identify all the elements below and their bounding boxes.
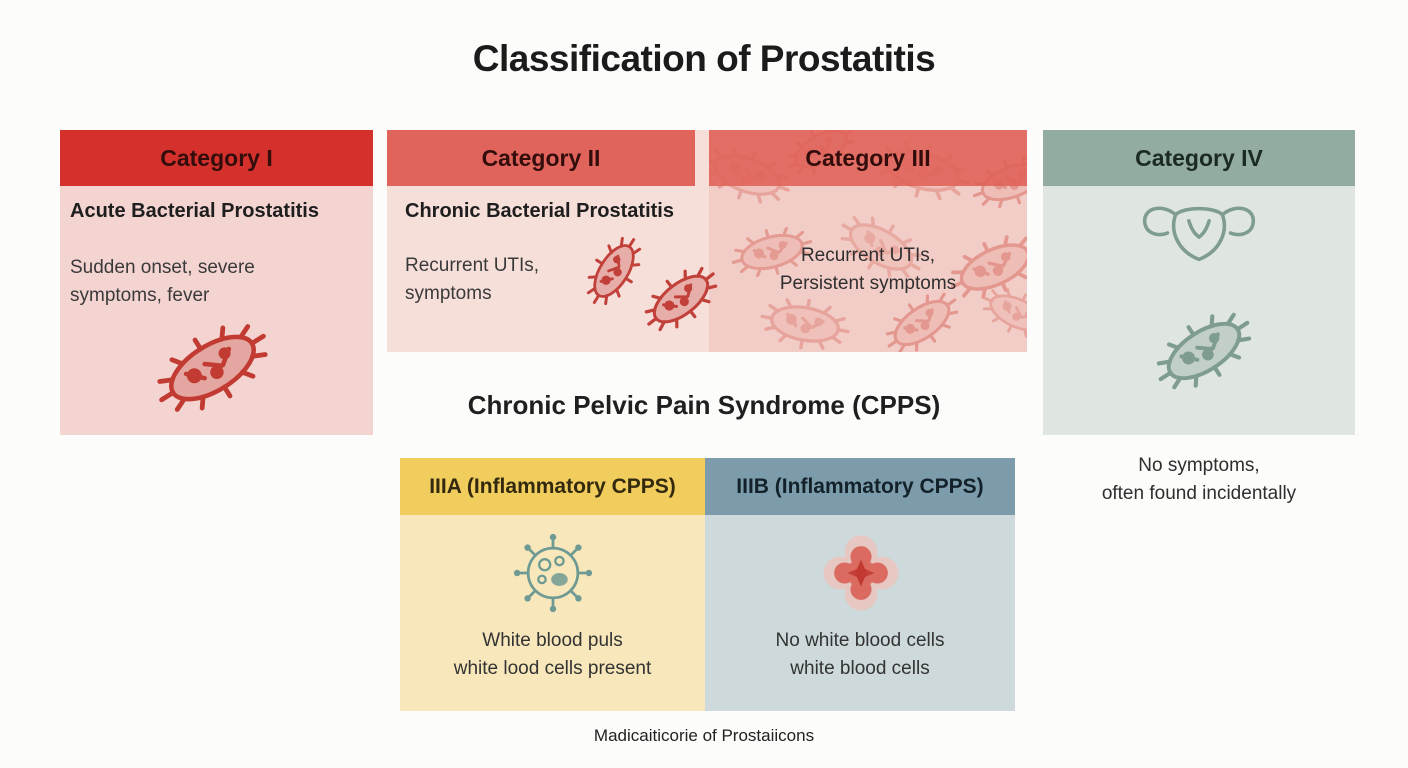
category-2-header: Category II bbox=[387, 130, 695, 186]
iiia-body: White blood puls white lood cells presen… bbox=[400, 515, 705, 711]
iiia-description: White blood puls white lood cells presen… bbox=[453, 630, 652, 679]
category-4-label: Category IV bbox=[1135, 144, 1263, 171]
category-4-header: Category IV bbox=[1043, 130, 1355, 186]
cpps-subtype-iiia: IIIA (Inflammatory CPPS) White blood pul… bbox=[400, 458, 705, 711]
category-2-description: Recurrent UTIs, symptoms bbox=[405, 255, 540, 304]
iiib-body: No white blood cells white blood cells bbox=[705, 515, 1015, 711]
category-3-label: Category III bbox=[805, 144, 931, 171]
white-blood-cell-icon bbox=[507, 527, 599, 619]
cpps-heading: Chronic Pelvic Pain Syndrome (CPPS) bbox=[467, 390, 941, 420]
iiia-label: IIIA (Inflammatory CPPS) bbox=[429, 474, 676, 498]
footer-caption: Madicaiticorie of Prostaiicons bbox=[593, 726, 815, 745]
category-1-subtitle: Acute Bacterial Prostatitis bbox=[70, 200, 319, 222]
category-1-body: Acute Bacterial Prostatitis Sudden onset… bbox=[60, 186, 373, 435]
category-2-subtitle: Chronic Bacterial Prostatitis bbox=[405, 200, 674, 222]
inflammation-cross-icon bbox=[823, 535, 899, 611]
category-4-description: No symptoms, often found incidentally bbox=[1101, 455, 1297, 504]
iiib-label: IIIB (Inflammatory CPPS) bbox=[736, 474, 984, 498]
iiia-header: IIIA (Inflammatory CPPS) bbox=[400, 458, 705, 515]
category-1-label: Category I bbox=[160, 144, 273, 171]
category-2-3-block: Category II Category III Chronic Bacteri… bbox=[387, 130, 1027, 352]
category-1-header: Category I bbox=[60, 130, 373, 186]
category-3-description: Recurrent UTIs, Persistent symptoms bbox=[779, 245, 957, 294]
category-2-label: Category II bbox=[481, 144, 601, 171]
category-1-description: Sudden onset, severe symptoms, fever bbox=[70, 257, 255, 306]
page-title: Classification of Prostatitis bbox=[472, 38, 936, 79]
iiib-header: IIIB (Inflammatory CPPS) bbox=[705, 458, 1015, 515]
category-4-body bbox=[1043, 186, 1355, 435]
cpps-subtype-iiib: IIIB (Inflammatory CPPS) No white blood … bbox=[705, 458, 1015, 711]
prostate-icon bbox=[1142, 206, 1256, 262]
iiib-description: No white blood cells white blood cells bbox=[775, 630, 945, 679]
category-3-header: Category III bbox=[709, 130, 1027, 186]
